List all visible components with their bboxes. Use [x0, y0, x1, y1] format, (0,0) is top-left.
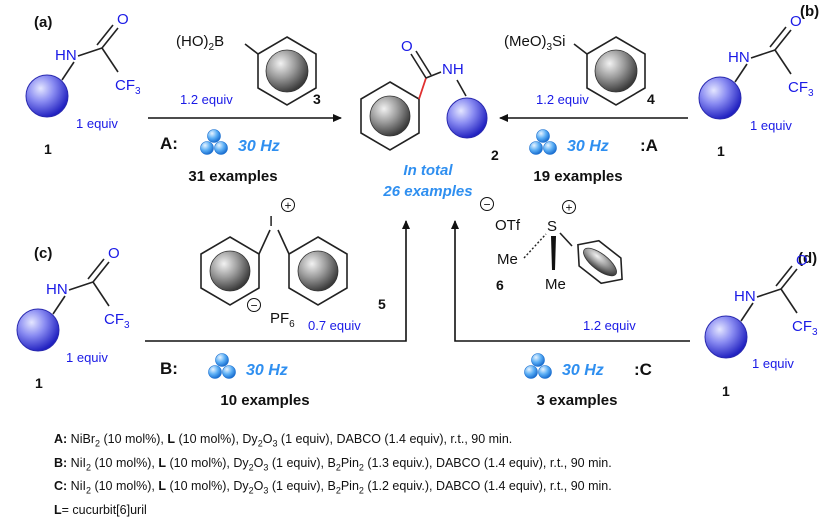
condition-a: A: NiBr2 (10 mol%), L (10 mol%), Dy2O3 (… [54, 432, 513, 449]
reaction-scheme: (a) (b) (c) (d) HN O CF3 1 equiv 1 HN O … [16, 3, 819, 409]
route-a-right-label: :A [640, 136, 658, 155]
substrate-a-o: O [117, 11, 129, 28]
route-a-left-examples: 31 examples [188, 168, 277, 185]
substrate-b-cf3: CF3 [788, 79, 814, 99]
ball-mill-icon [200, 129, 228, 155]
ball-mill-icon [524, 353, 552, 379]
condition-b: B: NiI2 (10 mol%), L (10 mol%), Dy2O3 (1… [54, 455, 612, 473]
reagent-6-methyl-2: Me [545, 276, 566, 293]
substrate-b-nh: HN [728, 49, 750, 66]
route-a-left: A: 30 Hz 31 examples [160, 129, 280, 185]
reagent-5-iodine: I [269, 213, 273, 230]
panel-label-d: (d) [798, 250, 817, 267]
reagent-3-formula: (HO)2B [176, 33, 224, 53]
route-a-left-frequency: 30 Hz [238, 138, 280, 155]
substrate-b: HN O CF3 1 equiv 1 [698, 13, 814, 159]
substrate-d-o: O [796, 252, 808, 269]
ligand-definition: L= cucurbit[6]uril [54, 502, 147, 517]
route-c: 30 Hz :C 3 examples [524, 353, 652, 409]
reagent-6-methyl-1: Me [497, 251, 518, 268]
substrate-c: HN O CF3 1 equiv 1 [16, 245, 130, 391]
route-b-label: B: [160, 359, 178, 378]
route-c-examples: 3 examples [537, 392, 618, 409]
panel-label-c: (c) [34, 245, 52, 262]
reagent-6-sulfonium: − OTf + S Me Me 6 1.2 equiv [480, 197, 636, 333]
reagent-6-anion: OTf [495, 217, 521, 234]
ball-mill-icon [208, 353, 236, 379]
substrate-d-equiv: 1 equiv [752, 356, 794, 371]
product-2: O NH 2 In total 26 examples [360, 38, 499, 200]
reagent-3-number: 3 [313, 91, 321, 107]
ball-mill-icon [529, 129, 557, 155]
substrate-a-equiv: 1 equiv [76, 116, 118, 131]
arrow-route-c [451, 220, 690, 342]
product-2-nh: NH [442, 61, 464, 78]
substrate-c-cf3: CF3 [104, 311, 130, 331]
product-total-line1: In total [403, 162, 453, 179]
reagent-4-silane: (MeO)3Si 1.2 equiv 4 [504, 33, 655, 107]
route-c-label: :C [634, 360, 652, 379]
substrate-a-number: 1 [44, 141, 52, 157]
substrate-c-number: 1 [35, 375, 43, 391]
reagent-6-minus-charge: − [483, 198, 490, 212]
route-a-right: 30 Hz :A 19 examples [529, 129, 658, 185]
substrate-a-nh: HN [55, 47, 77, 64]
product-2-number: 2 [491, 147, 499, 163]
substrate-b-o: O [790, 13, 802, 30]
reagent-3-equiv: 1.2 equiv [180, 92, 233, 107]
route-b-examples: 10 examples [220, 392, 309, 409]
substrate-b-number: 1 [717, 143, 725, 159]
reagent-6-plus-charge: + [565, 201, 572, 215]
reagent-4-number: 4 [647, 91, 655, 107]
substrate-c-o: O [108, 245, 120, 262]
reagent-6-sulfur: S [547, 218, 557, 235]
condition-c: C: NiI2 (10 mol%), L (10 mol%), Dy2O3 (1… [54, 479, 612, 496]
substrate-d-number: 1 [722, 383, 730, 399]
substrate-d-nh: HN [734, 288, 756, 305]
route-a-left-label: A: [160, 134, 178, 153]
substrate-c-nh: HN [46, 281, 68, 298]
reagent-3-boronic-acid: (HO)2B 1.2 equiv 3 [176, 33, 321, 107]
product-total-line2: 26 examples [382, 183, 472, 200]
arrow-route-b [145, 220, 410, 342]
reagent-4-equiv: 1.2 equiv [536, 92, 589, 107]
reagent-5-anion: PF6 [270, 310, 295, 330]
route-b-frequency: 30 Hz [246, 362, 288, 379]
reagent-4-formula: (MeO)3Si [504, 33, 565, 53]
reagent-5-number: 5 [378, 296, 386, 312]
product-2-o: O [401, 38, 413, 55]
reagent-5-minus-charge: − [250, 299, 257, 313]
reagent-6-number: 6 [496, 277, 504, 293]
route-a-right-examples: 19 examples [533, 168, 622, 185]
substrate-c-equiv: 1 equiv [66, 350, 108, 365]
route-c-frequency: 30 Hz [562, 362, 604, 379]
substrate-d-cf3: CF3 [792, 318, 818, 338]
route-b: B: 30 Hz 10 examples [160, 353, 310, 409]
reagent-5-equiv: 0.7 equiv [308, 318, 361, 333]
substrate-b-equiv: 1 equiv [750, 118, 792, 133]
reagent-5-iodonium: I + − PF6 0.7 equiv 5 [200, 198, 386, 333]
substrate-d: HN O CF3 1 equiv 1 [704, 252, 818, 399]
reagent-6-equiv: 1.2 equiv [583, 318, 636, 333]
panel-label-a: (a) [34, 14, 52, 31]
reaction-conditions: A: NiBr2 (10 mol%), L (10 mol%), Dy2O3 (… [54, 430, 834, 520]
substrate-a-cf3: CF3 [115, 77, 141, 97]
panel-label-b: (b) [800, 3, 819, 20]
route-a-right-frequency: 30 Hz [567, 138, 609, 155]
reagent-5-plus-charge: + [284, 199, 291, 213]
substrate-a: HN O CF3 1 equiv 1 [25, 11, 141, 157]
